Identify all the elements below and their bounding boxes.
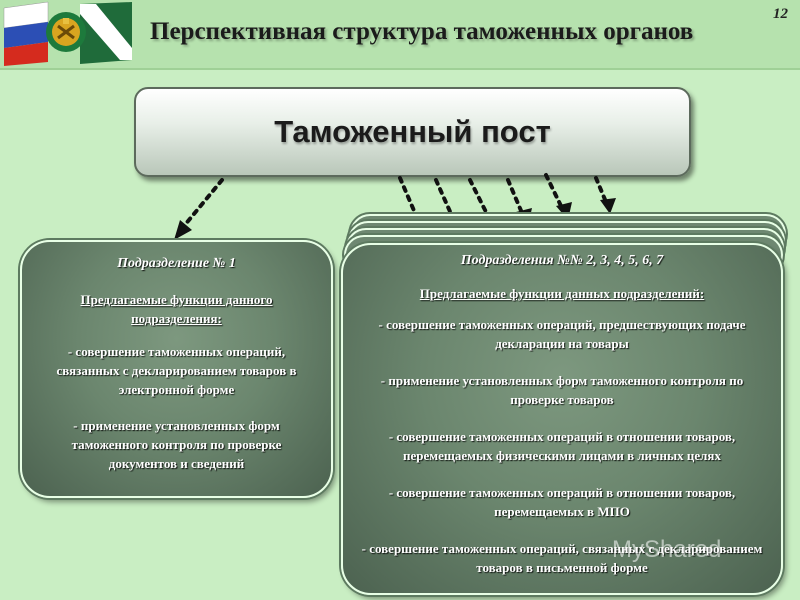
- arrow-to-unit5: [506, 178, 524, 215]
- units-function-item: - совершение таможенных операций в отнош…: [388, 485, 736, 519]
- units-intro: Предлагаемые функции данных подразделени…: [419, 286, 705, 301]
- unit1-card: Подразделение № 1 Предлагаемые функции д…: [20, 240, 333, 498]
- unit1-intro: Предлагаемые функции данного подразделен…: [80, 292, 273, 326]
- units-function-item: - совершение таможенных операций, связан…: [361, 541, 763, 575]
- units-function-item: - совершение таможенных операций, предше…: [378, 317, 746, 351]
- customs-post-box: Таможенный пост: [134, 87, 691, 177]
- units-title: Подразделения №№ 2, 3, 4, 5, 6, 7: [460, 253, 664, 268]
- watermark-text: MyShared: [612, 536, 722, 563]
- arrow-to-unit1: [182, 178, 224, 228]
- customs-post-title: Таможенный пост: [274, 114, 551, 149]
- unit1-function-item: - применение установленных форм таможенн…: [71, 418, 282, 471]
- arrowhead-unit7: [600, 198, 616, 214]
- arrow-to-unit4: [468, 178, 492, 222]
- unit1-function-item: - совершение таможенных операций, связан…: [56, 344, 297, 397]
- slide-header: Перспективная структура таможенных орган…: [0, 0, 800, 70]
- arrowhead-unit1: [174, 220, 192, 240]
- arrow-to-unit7: [594, 176, 608, 204]
- unit1-title: Подразделение № 1: [117, 256, 236, 271]
- units-function-item: - совершение таможенных операций в отнош…: [388, 429, 736, 463]
- units-2-7-card: Подразделения №№ 2, 3, 4, 5, 6, 7 Предла…: [341, 243, 783, 595]
- page-title: Перспективная структура таможенных орган…: [150, 18, 694, 45]
- units-function-item: - применение установленных форм таможенн…: [380, 373, 744, 407]
- page-number: 12: [773, 6, 788, 22]
- customs-flag-emblem-icon: [3, 1, 132, 66]
- arrow-to-unit6: [544, 173, 564, 210]
